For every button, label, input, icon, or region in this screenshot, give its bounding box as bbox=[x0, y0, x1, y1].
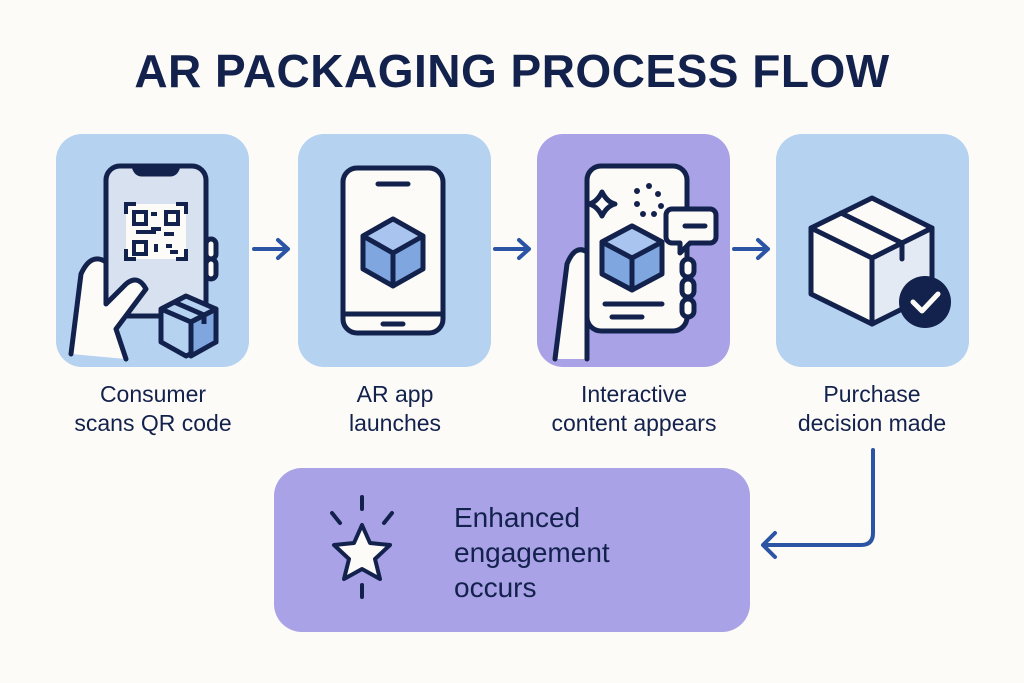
label-line: Interactive bbox=[580, 381, 688, 407]
step-app-launch bbox=[298, 134, 491, 367]
step-label-interactive: Interactive content appears bbox=[514, 380, 754, 438]
step-purchase-decision bbox=[776, 134, 969, 367]
step-scan-qr bbox=[56, 134, 249, 367]
label-line: content appears bbox=[551, 410, 717, 436]
page-title: AR PACKAGING PROCESS FLOW bbox=[134, 45, 890, 97]
arrow-right-icon bbox=[732, 238, 770, 260]
final-line: occurs bbox=[454, 572, 537, 603]
final-outcome-text: Enhanced engagement occurs bbox=[454, 500, 610, 605]
star-sparkle-icon bbox=[330, 495, 394, 599]
final-outcome-box: Enhanced engagement occurs bbox=[274, 468, 750, 632]
label-line: decision made bbox=[797, 410, 947, 436]
arrow-right-icon bbox=[252, 238, 290, 260]
label-line: Consumer bbox=[99, 381, 207, 407]
label-line: Purchase bbox=[823, 381, 921, 407]
connector-arrow-icon bbox=[761, 448, 875, 559]
step-label-launch: AR app launches bbox=[275, 380, 515, 438]
final-line: Enhanced bbox=[454, 502, 581, 533]
phone-cube-icon bbox=[340, 165, 446, 336]
hand-phone-qr-code-icon bbox=[68, 163, 219, 362]
hand-phone-ar-content-icon bbox=[552, 163, 719, 362]
final-line: engagement bbox=[454, 537, 610, 568]
step-label-scan: Consumer scans QR code bbox=[33, 380, 273, 438]
box-checkmark-icon bbox=[808, 195, 951, 328]
label-line: AR app bbox=[356, 381, 434, 407]
arrow-right-icon bbox=[493, 238, 531, 260]
step-interactive-content bbox=[537, 134, 730, 367]
step-label-purchase: Purchase decision made bbox=[752, 380, 992, 438]
label-line: launches bbox=[348, 410, 442, 436]
label-line: scans QR code bbox=[74, 410, 232, 436]
